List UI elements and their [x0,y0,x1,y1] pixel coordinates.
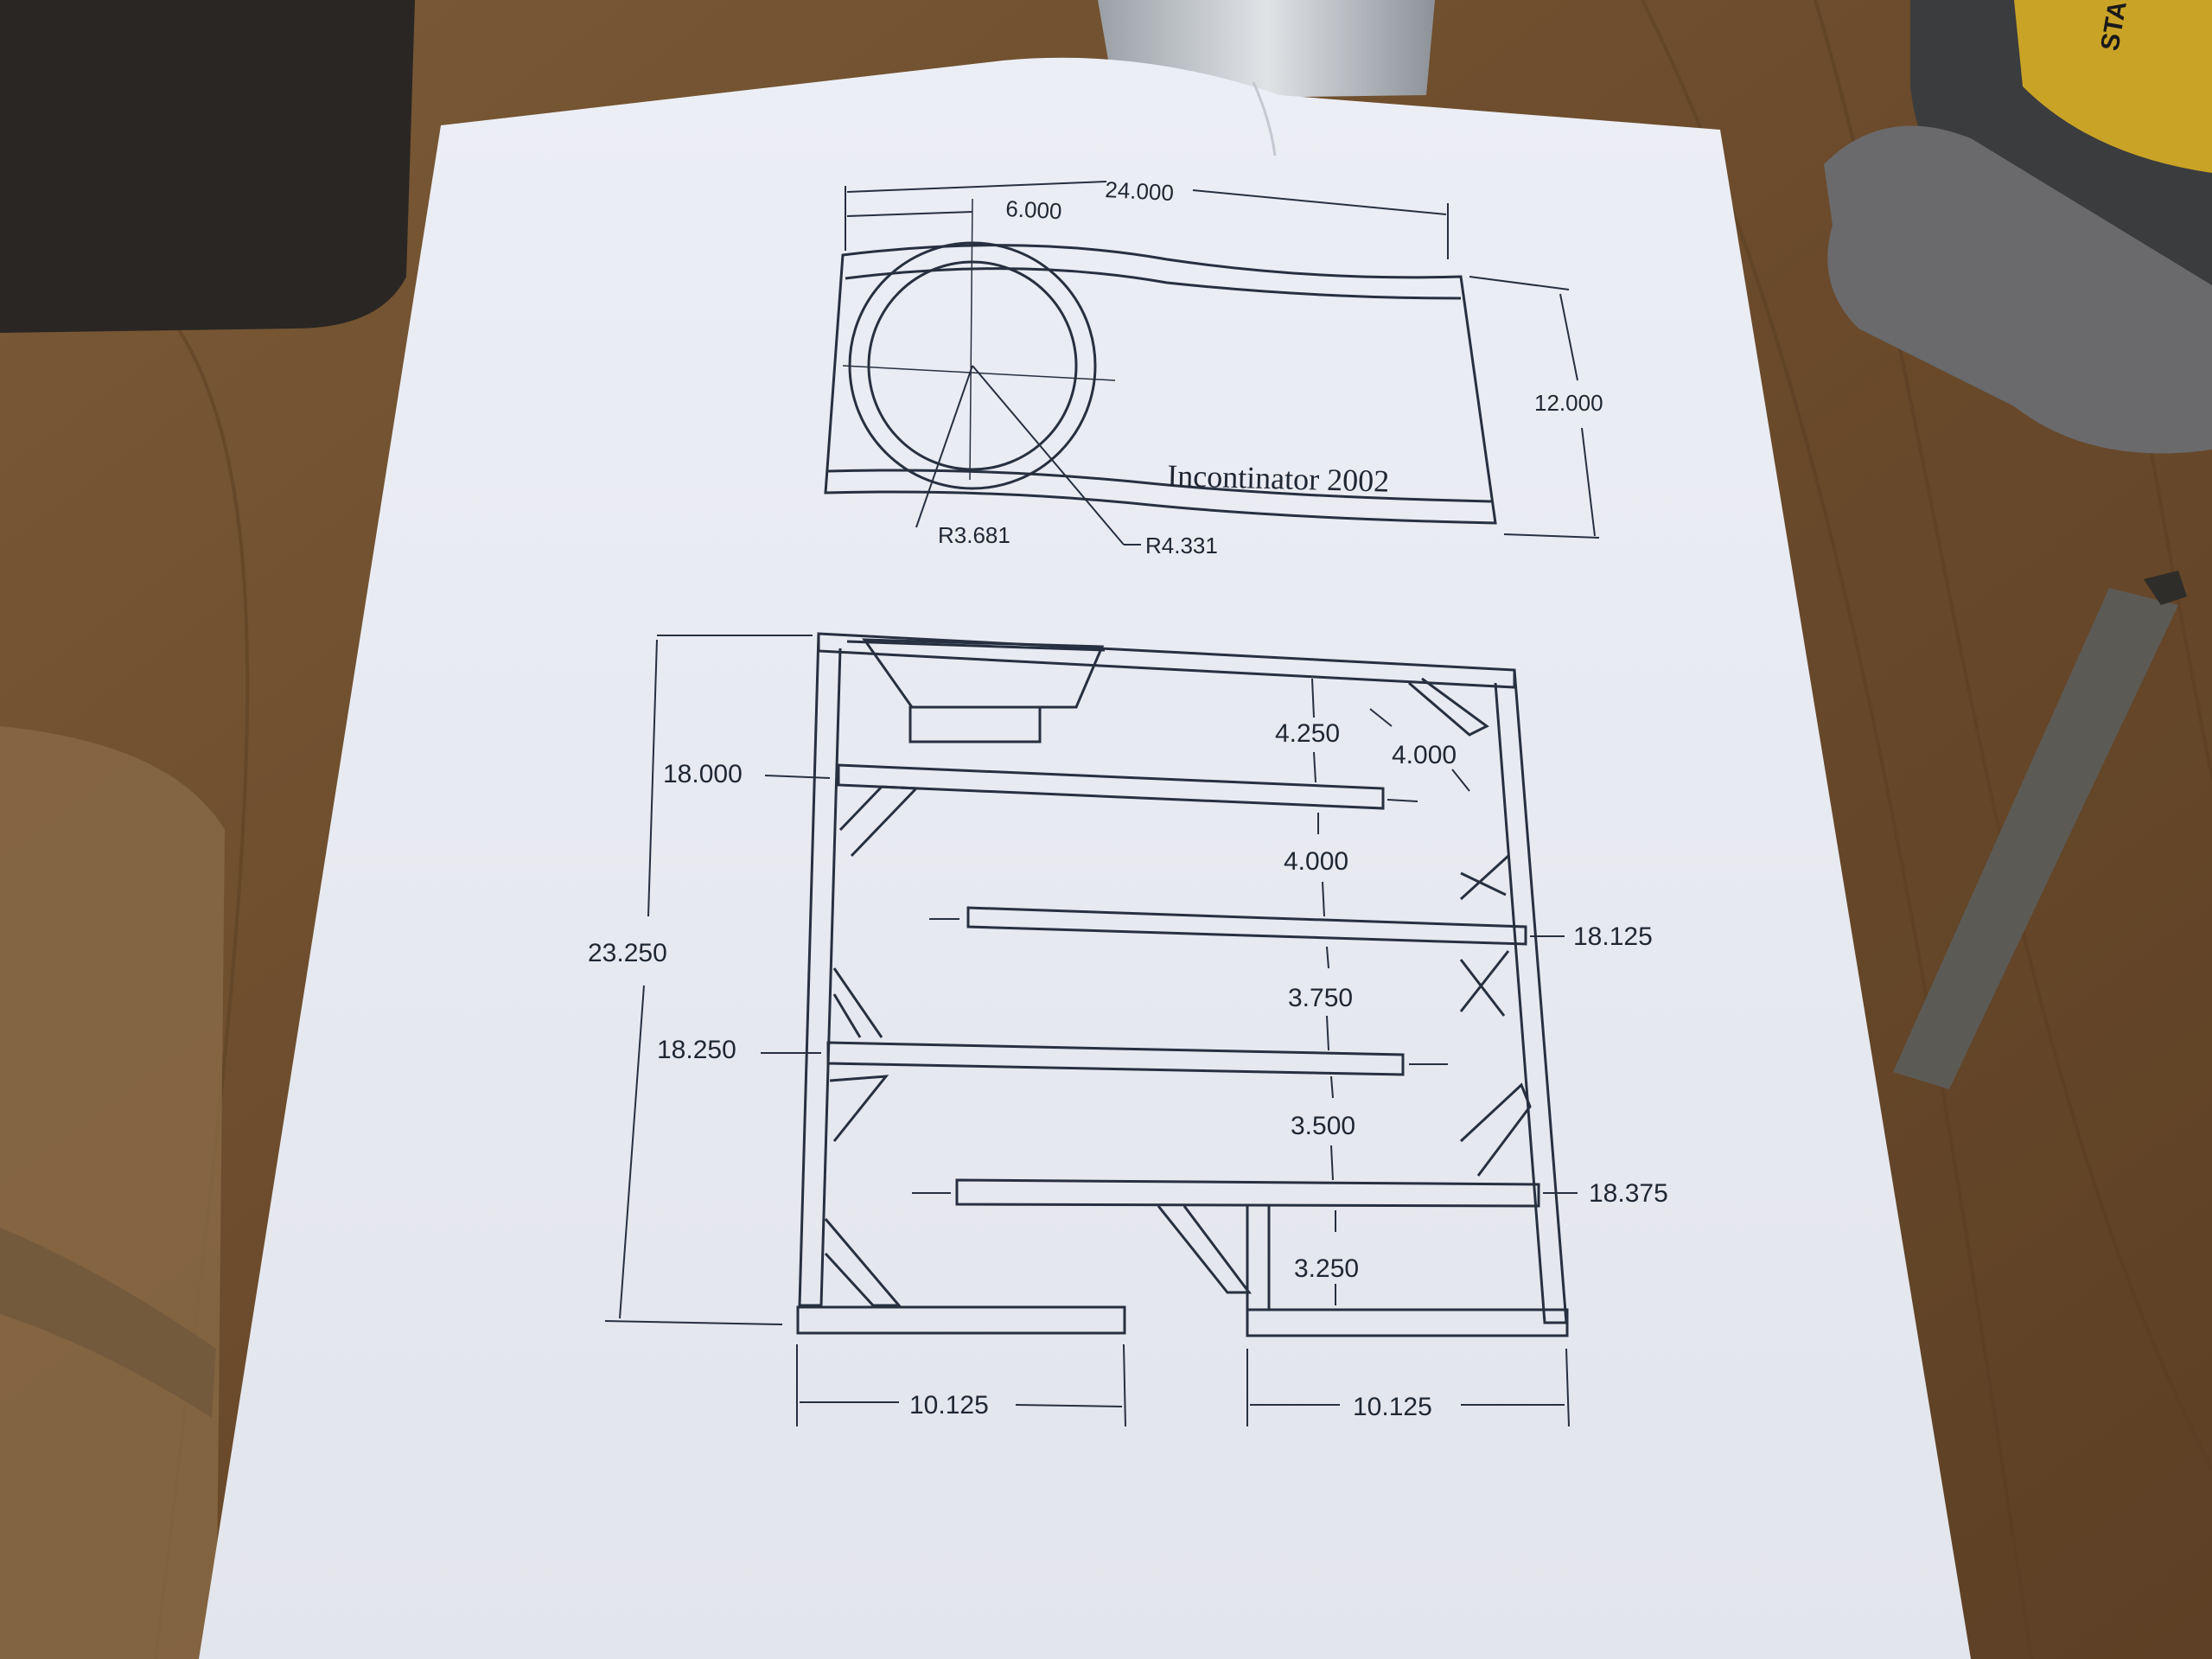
grey-glove [1824,125,2212,454]
top-view-drawing: 24.000 6.000 12.000 R3.681 R4.331 Incont… [824,176,1603,558]
dim-gap-4: 3.500 [1291,1112,1355,1140]
dim-top-height: 12.000 [1534,390,1603,416]
cardboard-sheet [0,726,225,1659]
dim-brace: 4.000 [1392,741,1457,769]
dark-cloth [0,0,415,333]
dim-gap-1: 4.250 [1275,719,1340,748]
dim-total-height: 23.250 [588,939,667,967]
dim-top-width: 24.000 [1105,176,1175,206]
side-view-drawing: 23.250 18.000 18.125 18.250 18.375 4.250… [588,632,1668,1427]
dim-top-offset: 6.000 [1005,195,1063,224]
dim-outer-radius: R4.331 [1145,533,1218,558]
chisel-tip [2144,571,2187,605]
drawing-title: Incontinator 2002 [1167,458,1390,499]
dim-gap-3: 3.750 [1288,984,1353,1012]
paper-sheet [199,57,1971,1659]
paper-fold [1252,81,1277,156]
dim-shelf-4: 18.375 [1589,1179,1668,1208]
dim-bottom-right: 10.125 [1353,1393,1432,1421]
dim-gap-2: 4.000 [1284,847,1348,876]
dim-shelf-3: 18.250 [657,1036,736,1064]
chisel-tool [1893,588,2178,1089]
dim-bottom-left: 10.125 [909,1391,989,1420]
dim-shelf-1: 18.000 [663,760,743,788]
dim-gap-5: 3.250 [1294,1254,1359,1283]
dim-shelf-2: 18.125 [1573,922,1653,951]
dim-inner-radius: R3.681 [938,522,1010,548]
